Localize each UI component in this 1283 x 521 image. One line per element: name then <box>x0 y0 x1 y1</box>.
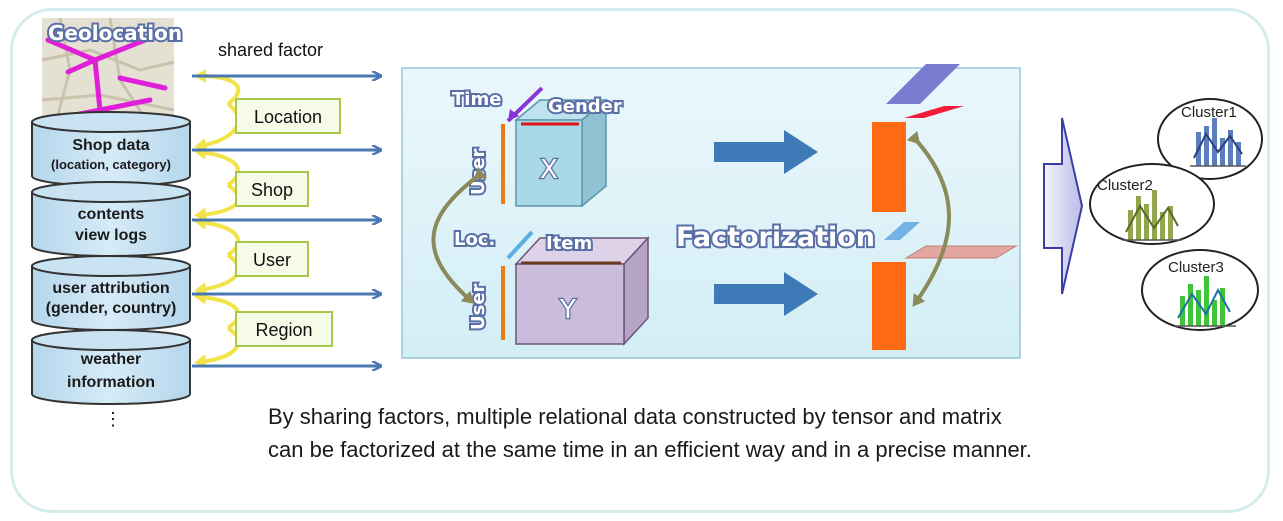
cluster2-group: Cluster2 <box>1089 163 1215 245</box>
matrix-y: Y <box>514 236 650 346</box>
database-user-line1: user attribution <box>52 280 169 297</box>
factor-block-bottom <box>872 262 906 350</box>
link-label-region: Region <box>235 311 333 347</box>
link-label-location: Location <box>235 98 341 134</box>
database-shop: Shop data (location, category) <box>31 111 191 187</box>
factor-arrow-top <box>714 130 818 174</box>
yellow-curve-arrow <box>194 69 241 106</box>
link-user-text: User <box>253 250 291 270</box>
cluster2-line <box>1125 204 1179 233</box>
matrix-y-label: Y <box>559 295 576 325</box>
yellow-curve-arrow <box>194 326 241 369</box>
yellow-curve-arrow <box>194 290 241 330</box>
database-shop-line1: Shop data <box>72 137 149 154</box>
tensor-axis-time: Time <box>452 89 501 110</box>
xy-shared-arrow <box>431 166 488 305</box>
cluster1-group: Cluster1 <box>1157 98 1263 180</box>
tensor-axis-gender: Gender <box>548 96 622 117</box>
factor-slab-purple <box>886 64 960 104</box>
yellow-curve-arrow <box>194 253 241 297</box>
caption-line1: By sharing factors, multiple relational … <box>268 404 1002 429</box>
database-weather-line1: weather <box>80 351 141 368</box>
database-weather: weather information <box>31 329 191 405</box>
database-weather-line2: information <box>67 374 155 391</box>
link-region-text: Region <box>255 320 312 340</box>
cluster2-label: Cluster2 <box>1097 177 1153 194</box>
yellow-curve-arrow <box>194 145 241 187</box>
factor-shared-arrow <box>906 130 951 307</box>
database-shop-line2: (location, category) <box>51 157 171 172</box>
yellow-curve-arrow <box>194 102 241 152</box>
cluster1-label: Cluster1 <box>1181 104 1237 121</box>
shared-factor-arrows <box>192 76 380 366</box>
link-label-user: User <box>235 241 309 277</box>
factor-slab-pink <box>904 245 1018 259</box>
link-label-shop: Shop <box>235 171 309 207</box>
caption: By sharing factors, multiple relational … <box>268 400 1258 466</box>
tensor-axis-user: User <box>468 148 489 195</box>
factor-arrow-bottom <box>714 272 818 316</box>
database-contents-line1: contents <box>78 206 145 223</box>
shared-factor-label: shared factor <box>218 40 323 60</box>
database-user-line2: (gender, country) <box>46 300 177 317</box>
tensor-x-label: X <box>540 155 558 185</box>
factorization-label: Factorization <box>676 222 875 253</box>
cluster3-group: Cluster3 <box>1141 249 1259 331</box>
time-axis-arrowhead <box>508 109 519 121</box>
loc-axis-arrow <box>506 230 534 260</box>
link-shop-text: Shop <box>251 180 293 200</box>
more-ellipsis: ⋮ <box>104 409 122 429</box>
factor-block-top <box>872 122 906 212</box>
database-contents-line2: view logs <box>75 227 147 244</box>
cluster3-line <box>1177 287 1231 319</box>
factor-slab-red <box>904 106 964 118</box>
yellow-curve-arrow <box>194 215 241 257</box>
cluster-arrow <box>1043 117 1084 295</box>
geolocation-label: Geolocation <box>48 21 182 45</box>
link-location-text: Location <box>254 107 322 127</box>
database-user-attribution: user attribution (gender, country) <box>31 255 191 331</box>
matrix-axis-item: Item <box>546 233 592 254</box>
matrix-axis-loc: Loc. <box>454 229 495 250</box>
matrix-axis-user: User <box>468 283 489 330</box>
cluster3-label: Cluster3 <box>1168 259 1224 276</box>
geolocation-map: Geolocation <box>41 17 184 127</box>
database-contents: contents view logs <box>31 181 191 257</box>
caption-line2: can be factorized at the same time in an… <box>268 437 1032 462</box>
yellow-curve-arrow <box>194 183 241 222</box>
tensor-x: X <box>513 98 609 208</box>
cluster1-line <box>1193 132 1243 159</box>
